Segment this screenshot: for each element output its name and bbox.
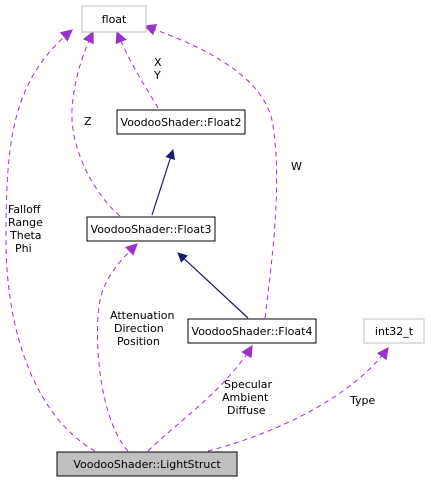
svg-text:Direction: Direction [114,322,164,335]
svg-text:Position: Position [117,335,160,348]
edge-label-float4-w: W [291,160,302,173]
svg-text:Attenuation: Attenuation [110,309,175,322]
node-float[interactable]: float [81,5,147,33]
svg-text:Z: Z [84,115,92,128]
svg-text:Diffuse: Diffuse [227,404,266,417]
svg-text:Specular: Specular [224,378,273,391]
edge-float4-to-float [143,23,278,319]
edge-lightstruct-to-float3 [96,243,138,452]
node-lightstruct[interactable]: VoodooShader::LightStruct [56,451,238,477]
edge-label-float3-z: Z [84,115,92,128]
edge-float4-inherits-float3 [177,252,249,319]
edge-label-lightstruct-int32: Type [349,394,375,407]
edge-float3-to-float [71,30,121,217]
svg-text:Y: Y [153,69,161,82]
edge-label-lightstruct-float3: Attenuation Direction Position [110,309,175,348]
svg-text:Type: Type [349,394,375,407]
svg-text:Ambient: Ambient [222,391,269,404]
svg-text:Phi: Phi [15,242,32,255]
svg-text:VoodooShader::Float2: VoodooShader::Float2 [121,116,242,129]
svg-text:Falloff: Falloff [8,203,41,216]
svg-text:VoodooShader::LightStruct: VoodooShader::LightStruct [73,458,221,471]
svg-text:int32_t: int32_t [375,325,414,338]
edge-label-lightstruct-float: Falloff Range Theta Phi [8,203,43,255]
svg-text:Theta: Theta [9,229,42,242]
svg-text:VoodooShader::Float3: VoodooShader::Float3 [91,223,212,236]
node-float3[interactable]: VoodooShader::Float3 [86,216,216,242]
svg-text:VoodooShader::Float4: VoodooShader::Float4 [192,325,313,338]
node-int32[interactable]: int32_t [363,318,425,344]
edge-float2-to-float [115,30,159,109]
edge-label-float2-xy: X Y [153,56,162,82]
node-float4[interactable]: VoodooShader::Float4 [187,318,317,344]
edge-float3-inherits-float2 [151,149,175,216]
edge-lightstruct-to-float4 [147,344,253,452]
svg-text:float: float [102,13,127,26]
svg-text:W: W [291,160,302,173]
node-float2[interactable]: VoodooShader::Float2 [116,109,246,135]
edge-label-lightstruct-float4: Specular Ambient Diffuse [222,378,273,417]
svg-text:X: X [154,56,162,69]
svg-text:Range: Range [8,216,43,229]
